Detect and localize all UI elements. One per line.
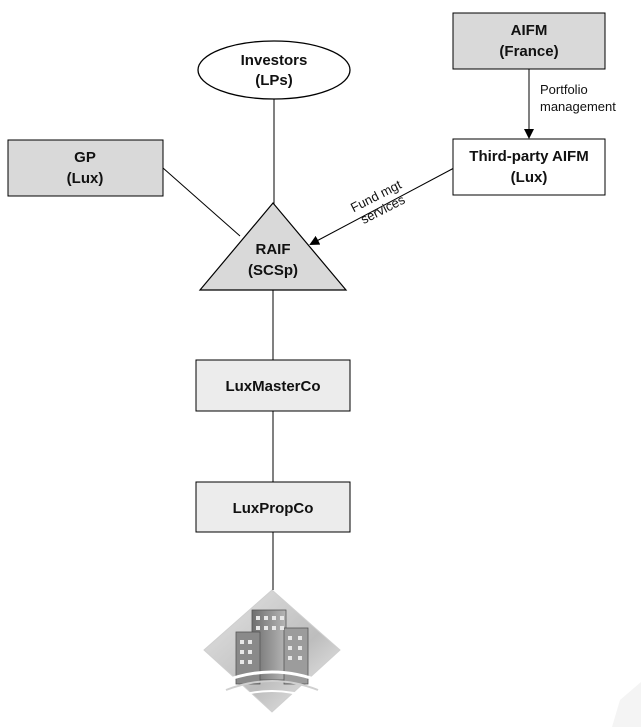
raif-label-line2: (SCSp) [248,262,298,279]
gp-label-line1: GP [74,149,96,166]
investors-node: Investors (LPs) [197,40,351,100]
gp-label-line2: (Lux) [67,170,104,187]
raif-label-line1: RAIF [256,241,291,258]
gp-node: GP (Lux) [7,139,164,197]
arrow-fund-mgt-services [309,167,455,245]
decorative-corner-shape [612,682,641,727]
raif-node: RAIF (SCSp) [198,202,348,291]
buildings-icon [203,589,341,713]
fund-mgt-services-label: Fund mgt services [348,177,408,227]
luxpropco-node: LuxPropCo [195,481,351,533]
third-party-aifm-label-line2: (Lux) [511,169,548,186]
aifm-france-label-line1: AIFM [511,22,548,39]
portfolio-management-label-line2: management [540,99,616,114]
aifm-france-node: AIFM (France) [452,12,606,70]
aifm-france-label-line2: (France) [499,43,558,60]
connector-gp-raif [162,167,241,237]
investors-label-line1: Investors [241,52,308,69]
luxpropco-label: LuxPropCo [233,500,314,517]
third-party-aifm-label-line1: Third-party AIFM [469,148,588,165]
portfolio-management-label-line1: Portfolio [540,82,588,97]
investors-label-line2: (LPs) [255,72,293,89]
third-party-aifm-node: Third-party AIFM (Lux) [452,138,606,196]
luxmasterco-label: LuxMasterCo [225,378,320,395]
luxmasterco-node: LuxMasterCo [195,359,351,412]
